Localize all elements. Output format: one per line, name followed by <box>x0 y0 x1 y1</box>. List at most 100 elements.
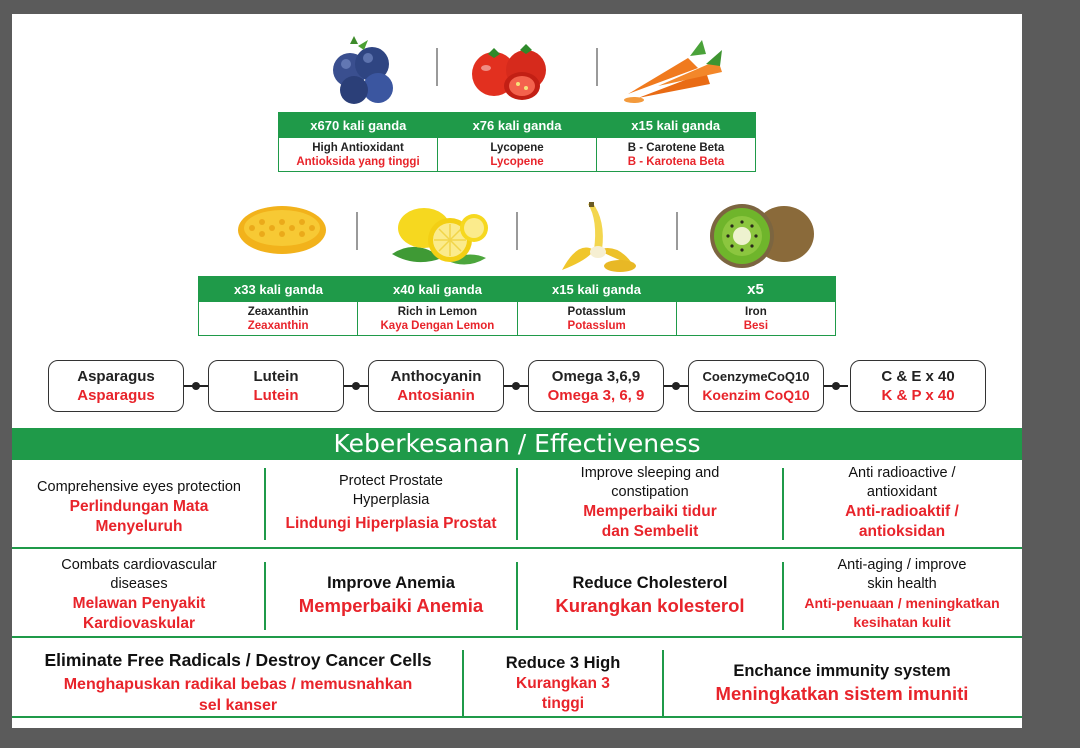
nutrient-en: Iron <box>745 306 767 318</box>
effect-en: Reduce Cholesterol <box>572 574 728 592</box>
nutrient-en: High Antioxidant <box>312 142 404 154</box>
effect-cell: Enchance immunity system Meningkatkan si… <box>666 660 1018 706</box>
multiplier-label: x76 kali ganda <box>472 118 562 133</box>
effect-cell: Combats cardiovascular diseases Melawan … <box>16 556 262 634</box>
nutrient-my: Asparagus <box>77 387 155 404</box>
column-divider <box>782 468 784 540</box>
divider <box>436 48 438 86</box>
chain-dot <box>672 382 680 390</box>
multiplier-label: x40 kali ganda <box>393 282 482 297</box>
nutrient-my: Zeaxanthin <box>247 320 309 332</box>
effect-my: Kurangkan 3 tinggi <box>516 675 610 712</box>
effect-cell: Improve sleeping and constipation Memper… <box>520 464 780 542</box>
nutrient-en: Potasslum <box>567 306 626 318</box>
banana-icon <box>562 202 636 272</box>
multiplier-label: x15 kali ganda <box>552 282 641 297</box>
nutrient-en: Lutein <box>253 368 299 385</box>
nutrient-my: Antioksida yang tinggi <box>296 156 420 168</box>
effect-my: Kurangkan kolesterol <box>555 595 745 616</box>
column-divider <box>516 562 518 630</box>
effect-en: Comprehensive eyes protection <box>37 479 241 495</box>
kiwi-icon <box>710 204 814 268</box>
chain-dot <box>192 382 200 390</box>
nutrient-my: Omega 3, 6, 9 <box>547 387 645 404</box>
multiplier-label: x15 kali ganda <box>631 118 721 133</box>
infographic-sheet: x670 kali ganda x76 kali ganda x15 kali … <box>12 14 1022 728</box>
nutrient-en: C & E x 40 <box>881 368 955 385</box>
nutrient-en: CoenzymeCoQ10 <box>702 369 810 384</box>
nutrient-my: Lutein <box>253 387 299 404</box>
effect-cell: Anti radioactive / antioxidant Anti-radi… <box>786 464 1018 542</box>
effect-cell: Reduce Cholesterol Kurangkan kolesterol <box>520 572 780 618</box>
nutrient-my: B - Karotena Beta <box>627 156 725 168</box>
effect-cell: Protect Prostate Hyperplasia Lindungi Hi… <box>268 472 514 534</box>
nutrient-en: Omega 3,6,9 <box>551 368 641 385</box>
nutrient-en: B - Carotene Beta <box>627 142 725 154</box>
row-divider <box>12 716 1022 718</box>
effect-en: Reduce 3 High <box>505 654 621 672</box>
effect-my: Memperbaiki Anemia <box>298 595 484 616</box>
divider <box>356 212 358 250</box>
effect-my: Anti-radioaktif / antioksidan <box>845 503 959 540</box>
column-divider <box>782 562 784 630</box>
nutrient-en: Asparagus <box>77 368 155 385</box>
divider <box>516 212 518 250</box>
nutrient-en: Anthocyanin <box>390 368 482 385</box>
effect-my: Meningkatkan sistem imuniti <box>715 683 969 704</box>
nutrient-my: Kaya Dengan Lemon <box>380 320 495 332</box>
divider <box>596 48 598 86</box>
effect-my: Menghapuskan radikal bebas / memusnahkan… <box>63 676 413 714</box>
column-divider <box>264 562 266 630</box>
effect-cell: Reduce 3 High Kurangkan 3 tinggi <box>466 652 660 714</box>
effect-en: Eliminate Free Radicals / Destroy Cancer… <box>44 650 432 670</box>
chain-dot <box>352 382 360 390</box>
effect-cell: Improve Anemia Memperbaiki Anemia <box>268 572 514 618</box>
column-divider <box>662 650 664 716</box>
effect-my: Memperbaiki tidur dan Sembelit <box>583 503 717 540</box>
effect-cell: Eliminate Free Radicals / Destroy Cancer… <box>16 648 460 716</box>
nutrient-my: Potasslum <box>567 320 626 332</box>
effect-cell: Anti-aging / improve skin health Anti-pe… <box>786 556 1018 632</box>
divider <box>676 212 678 250</box>
multiplier-label: x33 kali ganda <box>234 282 323 297</box>
effect-en: Anti radioactive / antioxidant <box>848 465 956 500</box>
column-divider <box>462 650 464 716</box>
row-divider <box>12 547 1022 549</box>
effect-en: Improve Anemia <box>327 574 455 592</box>
nutrient-cell: B - Carotene Beta B - Karotena Beta <box>596 138 755 171</box>
effectiveness-banner: Keberkesanan / Effectiveness <box>12 428 1022 460</box>
nutrient-pill: C & E x 40 K & P x 40 <box>850 360 986 412</box>
row-divider <box>12 636 1022 638</box>
carrot-icon <box>624 40 722 103</box>
nutrient-my: K & P x 40 <box>881 387 955 404</box>
nutrient-my: Antosianin <box>397 387 475 404</box>
nutrient-en: Lycopene <box>490 142 544 154</box>
nutrient-box-row1: x670 kali ganda x76 kali ganda x15 kali … <box>278 112 756 172</box>
nutrient-my: Besi <box>743 320 769 332</box>
corn-icon <box>238 206 326 254</box>
nutrient-en: Rich in Lemon <box>397 306 477 318</box>
blueberry-icon <box>333 36 393 104</box>
effect-my: Melawan Penyakit Kardiovaskular <box>72 595 206 632</box>
nutrient-my: Koenzim CoQ10 <box>702 387 810 403</box>
column-divider <box>516 468 518 540</box>
effect-my: Perlindungan Mata Menyeluruh <box>69 498 209 535</box>
nutrient-my: Lycopene <box>490 156 544 168</box>
effect-en: Protect Prostate Hyperplasia <box>339 473 443 508</box>
tomato-icon <box>472 44 546 100</box>
multiplier-label: x670 kali ganda <box>310 118 407 133</box>
column-divider <box>264 468 266 540</box>
effect-en: Improve sleeping and constipation <box>580 465 720 500</box>
nutrient-box-row2: x33 kali ganda x40 kali ganda x15 kali g… <box>198 276 836 336</box>
multiplier-label: x5 <box>747 281 764 298</box>
